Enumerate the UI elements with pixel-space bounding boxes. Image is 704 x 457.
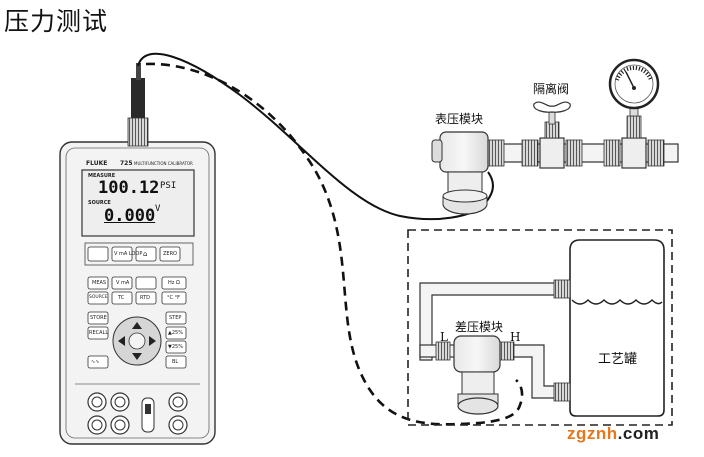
high-side-label: H <box>510 330 521 344</box>
key-rtd <box>135 291 157 305</box>
brand-label: FLUKE <box>86 160 108 167</box>
key-bl <box>165 355 187 369</box>
key-cf-label: °C °F <box>167 295 180 301</box>
diff-module-label: 差压模块 <box>455 320 504 334</box>
measure-unit: PSI <box>160 181 177 191</box>
model-label: 725 <box>120 160 133 167</box>
diff-cable <box>145 62 524 426</box>
key-recall-label: RECALL <box>89 330 109 336</box>
isolation-valve-label: 隔离阀 <box>533 82 570 96</box>
arrow-up-icon <box>132 322 142 329</box>
key-vmeas-label: V mA LOOP <box>114 251 143 257</box>
measure-label: MEASURE <box>88 173 116 179</box>
measure-value: 100.12 <box>98 178 160 198</box>
diff-module <box>453 335 501 373</box>
watermark-part2: .com <box>617 424 660 443</box>
key-backlight <box>87 246 109 262</box>
gauge-module-label: 表压模块 <box>435 112 484 126</box>
key-store <box>87 311 109 325</box>
subtitle-label: MULTIFUNCTION CALIBRATOR <box>134 161 193 166</box>
valve-handle-icon <box>533 101 571 113</box>
arrow-right-icon <box>149 336 156 346</box>
key-25down-label: ▼25% <box>168 344 183 350</box>
key-hz-label: Hz Ω <box>168 280 180 286</box>
liquid-level-icon <box>571 299 663 305</box>
key-pressure <box>135 246 157 262</box>
low-side-label: L <box>440 330 448 344</box>
watermark: zgznh.com <box>567 424 659 444</box>
key-bl-label: BL <box>172 359 179 365</box>
key-step-label: STEP <box>169 315 182 321</box>
arrow-down-icon <box>132 353 142 360</box>
key-vma <box>111 276 133 290</box>
tank-label: 工艺罐 <box>598 352 638 367</box>
key-25up <box>165 326 187 340</box>
page-title: 压力测试 <box>4 7 109 36</box>
key-recall <box>87 326 109 340</box>
key-vmeas <box>111 246 133 262</box>
arrow-left-icon <box>118 336 125 346</box>
process-boundary <box>407 229 673 426</box>
key-pressure-label: ⌂ <box>143 250 148 258</box>
source-value: 0.000 <box>104 206 156 226</box>
process-tank <box>569 239 665 417</box>
key-tc <box>111 291 133 305</box>
calibrator <box>59 63 216 445</box>
key-step <box>165 311 187 325</box>
key-hz <box>161 276 187 290</box>
key-store-label: STORE <box>90 315 107 321</box>
key-25up-label: ▲25% <box>168 330 183 336</box>
key-tc-label: TC <box>118 295 125 301</box>
key-zero-label: ZERO <box>163 251 177 257</box>
key-source <box>87 291 109 305</box>
key-meas <box>87 276 109 290</box>
lcd-display <box>81 169 195 237</box>
key-rtd-label: RTD <box>140 295 151 301</box>
key-source-label: SOURCE <box>89 295 108 300</box>
key-meas-label: MEAS <box>92 280 107 286</box>
diff-piping <box>419 279 571 415</box>
key-ramp <box>87 355 109 369</box>
key-vma-label: V mA <box>116 280 130 286</box>
source-unit: V <box>155 204 161 214</box>
key-ramp-label: ∿∿ <box>91 359 100 365</box>
gauge-module <box>439 131 489 173</box>
gauge-piping <box>431 58 679 215</box>
key-cf <box>161 291 187 305</box>
key-25down <box>165 340 187 354</box>
watermark-part1: zgznh <box>567 424 618 443</box>
key-pressure-2 <box>135 276 157 290</box>
source-label: SOURCE <box>88 200 111 206</box>
key-zero <box>159 246 181 262</box>
